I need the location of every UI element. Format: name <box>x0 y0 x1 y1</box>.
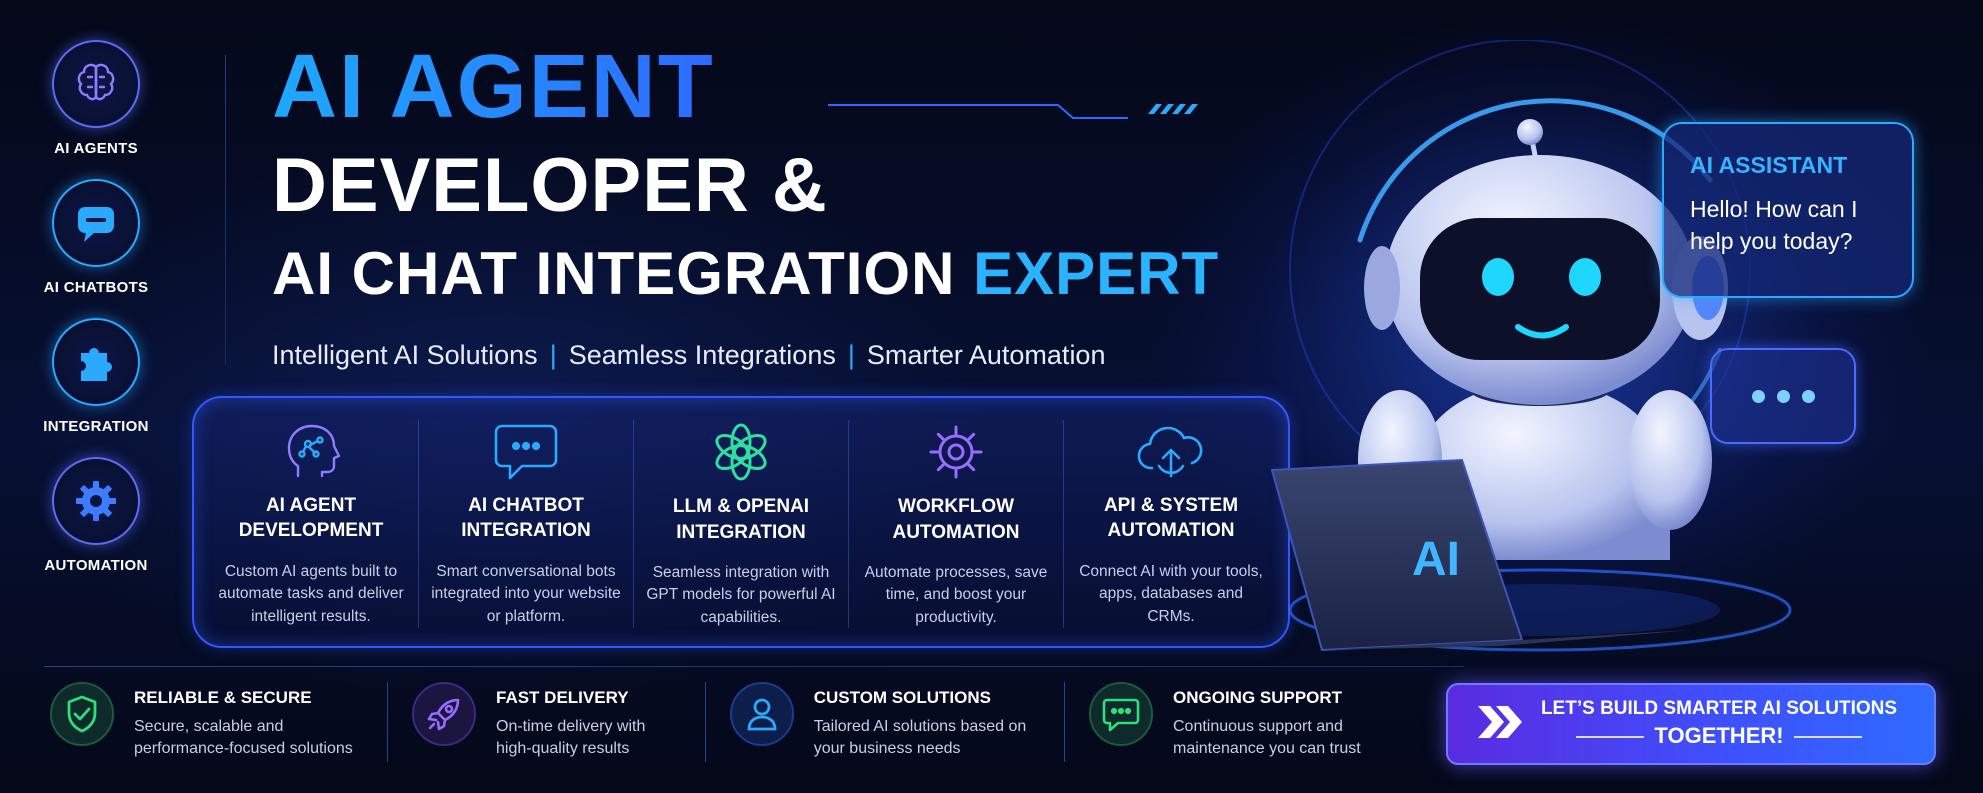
feature-text: RELIABLE & SECURE Secure, scalable and p… <box>134 682 374 761</box>
headline-line-3-main: AI CHAT INTEGRATION <box>272 240 956 307</box>
service-card: AI CHATBOT INTEGRATION Smart conversation… <box>419 420 634 628</box>
openai-icon <box>709 420 773 484</box>
headline-line-1: AI AGENT <box>272 37 715 137</box>
service-desc: Smart conversational bots integrated int… <box>431 562 621 625</box>
headline-line-3-accent: EXPERT <box>973 240 1220 307</box>
feature-item: ONGOING SUPPORT Continuous support and m… <box>1089 682 1406 762</box>
sidebar-item-label: INTEGRATION <box>43 418 149 435</box>
feature-desc: Tailored AI solutions based on your busi… <box>813 718 1027 758</box>
cta-decor-line <box>1793 736 1862 739</box>
tagline-part: Seamless Integrations <box>568 340 836 370</box>
sidebar-item-ai-agents[interactable]: AI AGENTS <box>36 40 156 157</box>
service-desc: Automate processes, save time, and boost… <box>864 564 1048 626</box>
feature-desc: Secure, scalable and performance-focused… <box>134 718 353 758</box>
service-title: AI CHATBOT INTEGRATION <box>461 493 590 547</box>
cta-line-1: LET’S BUILD SMARTER AI SOLUTIONS <box>1540 698 1898 720</box>
service-card: API & SYSTEM AUTOMATION Connect AI with y… <box>1064 420 1278 628</box>
feature-desc: On-time delivery with high-quality resul… <box>496 718 646 758</box>
shield-check-icon <box>50 682 114 746</box>
assistant-message: Hello! How can I help you today? <box>1690 196 1858 255</box>
assistant-title: AI ASSISTANT <box>1690 152 1848 178</box>
cta-text: LET’S BUILD SMARTER AI SOLUTIONS TOGETHE… <box>1524 697 1934 750</box>
feature-title: CUSTOM SOLUTIONS <box>813 688 991 707</box>
service-title: LLM & OPENAI INTEGRATION <box>673 494 809 548</box>
typing-dot <box>1751 389 1765 403</box>
tagline: Intelligent AI Solutions | Seamless Integr… <box>272 340 1105 371</box>
rocket-icon <box>412 682 476 746</box>
typing-dot <box>1776 389 1790 403</box>
service-title-line: INTEGRATION <box>461 520 591 542</box>
cta-line-2-wrapper: TOGETHER! <box>1524 722 1914 751</box>
service-title: AI AGENT DEVELOPMENT <box>239 493 384 547</box>
feature-title: RELIABLE & SECURE <box>134 688 312 707</box>
gear-icon <box>52 457 140 545</box>
sidebar-item-label: AI CHATBOTS <box>43 279 149 296</box>
typing-indicator-bubble <box>1710 348 1856 444</box>
service-title: API & SYSTEM AUTOMATION <box>1104 493 1238 547</box>
service-title-line: API & SYSTEM <box>1103 494 1239 516</box>
services-panel: AI AGENT DEVELOPMENT Custom AI agents bui… <box>192 396 1290 648</box>
service-title-line: WORKFLOW <box>897 496 1015 517</box>
sidebar-item-automation[interactable]: AUTOMATION <box>36 457 156 574</box>
sidebar-item-label: AUTOMATION <box>44 557 148 574</box>
chat-dots-icon <box>1089 682 1153 746</box>
head-ai-icon <box>280 420 342 483</box>
feature-title: ONGOING SUPPORT <box>1173 688 1343 707</box>
service-title: WORKFLOW AUTOMATION <box>892 494 1019 548</box>
sidebar-item-label: AI AGENTS <box>54 140 138 157</box>
service-card: LLM & OPENAI INTEGRATION Seamless integra… <box>634 420 849 628</box>
sidebar-item-integration[interactable]: INTEGRATION <box>36 318 156 435</box>
service-title-line: AUTOMATION <box>1107 520 1235 542</box>
chat-bubble-icon <box>52 179 140 267</box>
service-title-line: AI CHATBOT <box>468 494 584 516</box>
cta-line-2: TOGETHER! <box>1654 723 1784 749</box>
feature-text: CUSTOM SOLUTIONS Tailored AI solutions b… <box>814 682 1029 761</box>
sidebar-item-ai-chatbots[interactable]: AI CHATBOTS <box>36 179 156 296</box>
service-title-line: DEVELOPMENT <box>238 520 384 542</box>
gear-icon <box>924 420 988 484</box>
feature-desc: Continuous support and maintenance you c… <box>1173 718 1361 758</box>
feature-item: CUSTOM SOLUTIONS Tailored AI solutions b… <box>729 682 1065 762</box>
service-title-line: INTEGRATION <box>676 521 806 543</box>
headline-line-2: DEVELOPER & <box>272 143 828 228</box>
divider <box>225 55 226 365</box>
double-chevron-icon <box>1474 702 1524 747</box>
typing-dot <box>1801 389 1815 403</box>
sidebar: AI AGENTS AI CHATBOTS INTEGRATION <box>36 40 156 596</box>
tagline-separator: | <box>549 340 557 370</box>
cta-decor-line <box>1576 736 1645 739</box>
tagline-separator: | <box>847 340 855 370</box>
cloud-sync-icon <box>1132 420 1210 483</box>
laptop-label: AI <box>1412 533 1460 586</box>
tagline-part: Smarter Automation <box>866 340 1106 370</box>
service-title-line: AUTOMATION <box>892 521 1020 543</box>
bottom-divider <box>44 666 1464 667</box>
brain-icon <box>52 40 140 128</box>
cta-button[interactable]: LET’S BUILD SMARTER AI SOLUTIONS TOGETHE… <box>1446 683 1936 765</box>
service-card: WORKFLOW AUTOMATION Automate processes, s… <box>849 420 1064 628</box>
service-desc: Seamless integration with GPT models for… <box>646 564 836 626</box>
tagline-part: Intelligent AI Solutions <box>272 340 538 370</box>
assistant-chat-bubble: AI ASSISTANT Hello! How can I help you t… <box>1662 122 1914 298</box>
service-desc: Custom AI agents built to automate tasks… <box>218 562 404 625</box>
feature-title: FAST DELIVERY <box>496 688 629 707</box>
headline-line-3: AI CHAT INTEGRATION EXPERT <box>272 244 1219 304</box>
service-title-line: LLM & OPENAI <box>672 496 810 517</box>
feature-text: FAST DELIVERY On-time delivery with high… <box>496 682 676 761</box>
service-title-line: AI AGENT <box>265 494 357 516</box>
user-icon <box>729 682 794 746</box>
features-row: RELIABLE & SECURE Secure, scalable and p… <box>50 682 1430 782</box>
feature-item: FAST DELIVERY On-time delivery with high… <box>412 682 706 762</box>
service-desc: Connect AI with your tools, apps, databa… <box>1079 562 1263 625</box>
feature-item: RELIABLE & SECURE Secure, scalable and p… <box>50 682 388 762</box>
feature-text: ONGOING SUPPORT Continuous support and m… <box>1173 682 1388 761</box>
puzzle-icon <box>52 318 140 406</box>
chat-bubble-icon <box>492 420 560 483</box>
decorative-lines <box>828 104 1198 119</box>
service-card: AI AGENT DEVELOPMENT Custom AI agents bui… <box>204 420 419 628</box>
